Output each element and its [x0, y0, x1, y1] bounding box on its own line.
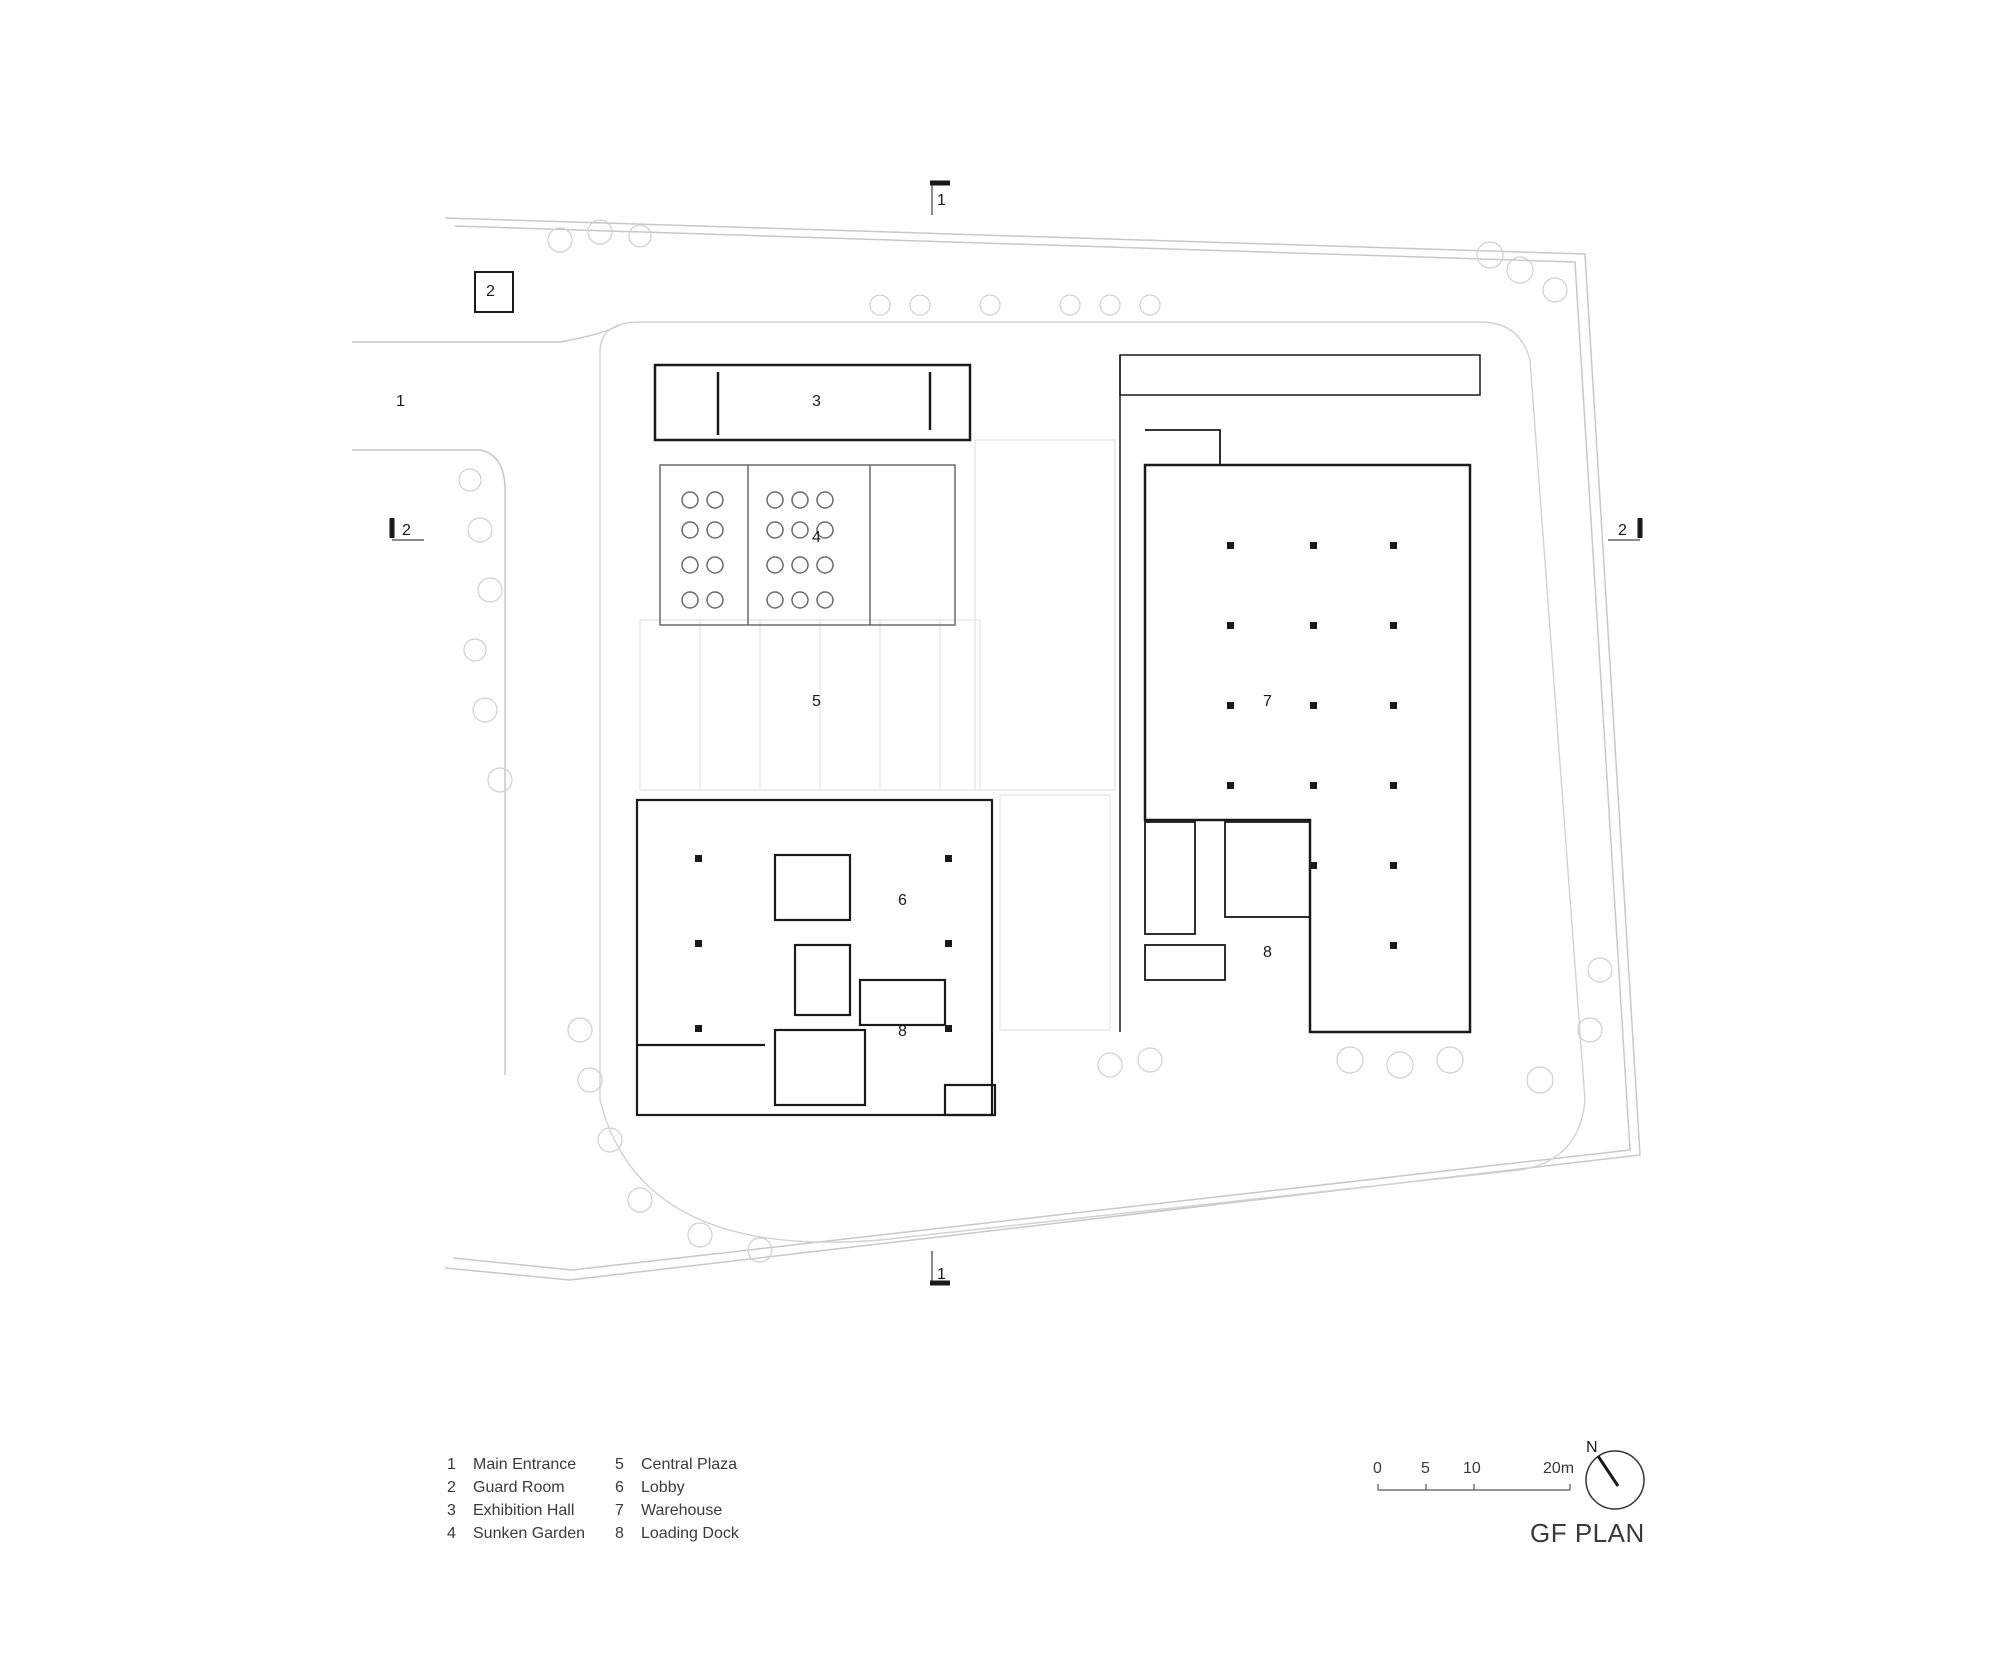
scale-bar	[1377, 1484, 1571, 1491]
section-mark-label: 1	[937, 1266, 946, 1283]
legend-number: 8	[615, 1525, 624, 1542]
legend-name: Exhibition Hall	[473, 1502, 575, 1519]
legend-item: 5 Central Plaza	[615, 1455, 795, 1474]
section-mark-label: 2	[402, 522, 411, 539]
plan-label-loading-dock: 8	[1263, 944, 1272, 961]
legend-number: 7	[615, 1502, 624, 1519]
legend-name: Loading Dock	[641, 1525, 739, 1542]
plan-label-guard-room: 2	[486, 283, 495, 300]
section-mark-label: 2	[1618, 522, 1627, 539]
legend-item: 3 Exhibition Hall	[447, 1501, 615, 1520]
plan-label-exhibition-hall: 3	[812, 393, 821, 410]
legend-item: 2 Guard Room	[447, 1478, 615, 1497]
plan-label-central-plaza: 5	[812, 693, 821, 710]
scale-tick-label: 5	[1421, 1460, 1430, 1477]
legend-item: 1 Main Entrance	[447, 1455, 615, 1474]
plan-title: GF PLAN	[1530, 1518, 1645, 1548]
central-plaza-paving	[639, 439, 1116, 1031]
entrance-road	[352, 324, 621, 1075]
legend-item: 4 Sunken Garden	[447, 1524, 615, 1543]
lobby-building	[635, 798, 997, 1117]
legend-number: 1	[447, 1456, 456, 1473]
north-arrow-icon	[1585, 1450, 1645, 1510]
warehouse-columns	[1227, 542, 1397, 949]
legend-name: Guard Room	[473, 1479, 565, 1496]
legend-number: 3	[447, 1502, 456, 1519]
lobby-columns	[695, 855, 952, 1032]
legend-number: 5	[615, 1456, 624, 1473]
landscape-trees	[458, 219, 1613, 1263]
site-boundary	[444, 217, 1641, 1281]
scale-tick-label: 0	[1373, 1460, 1382, 1477]
plan-label-lobby: 6	[898, 892, 907, 909]
internal-drive	[599, 321, 1586, 1243]
legend-number: 4	[447, 1525, 456, 1542]
room-legend: 1 Main Entrance 5 Central Plaza 2 Guard Roo…	[447, 1455, 795, 1543]
exhibition-hall	[653, 363, 972, 442]
sunken-garden	[659, 464, 956, 626]
plan-label-warehouse: 7	[1263, 693, 1272, 710]
warehouse	[1119, 354, 1481, 1034]
section-mark-label: 1	[937, 192, 946, 209]
plan-label-sunken-garden: 4	[812, 529, 821, 546]
plan-label-main-entrance: 1	[396, 393, 405, 410]
legend-name: Central Plaza	[641, 1456, 738, 1473]
plan-label-loading-dock: 8	[898, 1023, 907, 1040]
legend-item: 6 Lobby	[615, 1478, 795, 1497]
section-markers	[389, 180, 1643, 1286]
legend-name: Sunken Garden	[473, 1525, 586, 1542]
legend-name: Lobby	[641, 1479, 685, 1496]
legend-name: Warehouse	[641, 1502, 723, 1519]
scale-tick-label: 10	[1463, 1460, 1481, 1477]
legend-number: 2	[447, 1479, 456, 1496]
legend-number: 6	[615, 1479, 624, 1496]
north-label: N	[1586, 1439, 1598, 1456]
legend-name: Main Entrance	[473, 1456, 577, 1473]
legend-item: 7 Warehouse	[615, 1501, 795, 1520]
legend-item: 8 Loading Dock	[615, 1524, 795, 1543]
guard-room	[474, 271, 514, 313]
scale-tick-label: 20m	[1543, 1460, 1575, 1477]
